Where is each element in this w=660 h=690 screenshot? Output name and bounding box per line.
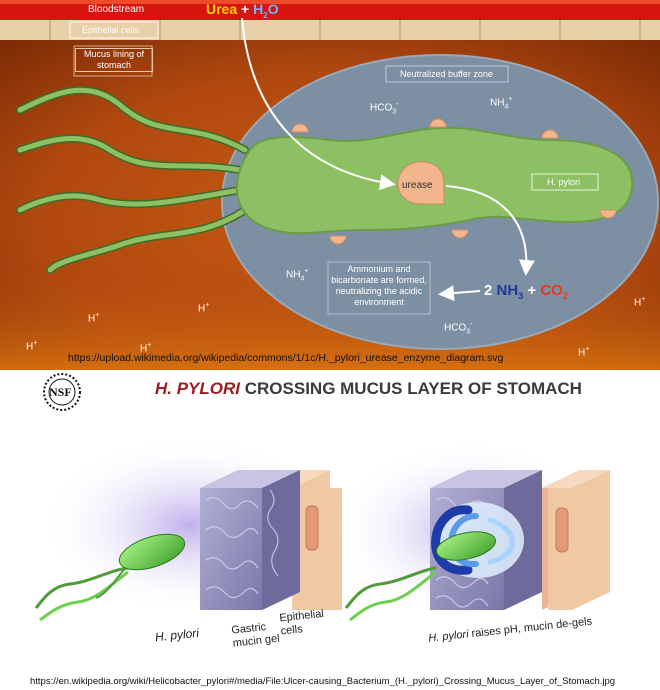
urease-diagram-art bbox=[0, 0, 660, 370]
label-epithelial-cells: Epithelial cells bbox=[278, 607, 325, 638]
bicarbonate-top: HCO3- bbox=[370, 101, 399, 116]
urease-enzyme bbox=[397, 161, 445, 205]
mucus-cube-left bbox=[200, 470, 300, 610]
bottom-source-url[interactable]: https://en.wikipedia.org/wiki/Helicobact… bbox=[30, 676, 616, 687]
hpylori-label: H. pylori bbox=[547, 177, 581, 187]
bacterium-left bbox=[34, 533, 186, 622]
proton: H+ bbox=[634, 296, 646, 309]
neutralize-arrow bbox=[438, 285, 481, 302]
product-equation: 2 NH3 + CO2 bbox=[484, 282, 568, 301]
ammonia-formula: NH3 bbox=[496, 282, 524, 301]
reactant-equation: Urea + H2O bbox=[206, 1, 279, 20]
urease-particles bbox=[291, 118, 617, 245]
title-rest: CROSSING MUCUS LAYER OF STOMACH bbox=[244, 379, 582, 398]
proton: H+ bbox=[26, 340, 38, 353]
epithelial-band bbox=[0, 20, 660, 40]
neutralized-zone-label: Neutralized buffer zone bbox=[400, 69, 493, 79]
nsf-logo: NSF bbox=[42, 372, 82, 412]
epithelial-cell-dividers bbox=[49, 20, 641, 40]
illustration-title: H. PYLORI CROSSING MUCUS LAYER OF STOMAC… bbox=[155, 379, 582, 399]
bloodstream-band bbox=[0, 0, 660, 20]
urea-text: Urea bbox=[206, 1, 238, 17]
product-plus: + bbox=[527, 282, 537, 299]
urea-arrow bbox=[241, 17, 396, 191]
ammonium-bottom: NH4+ bbox=[286, 268, 309, 283]
bloodstream-label: Bloodstream bbox=[88, 4, 145, 15]
water-formula: H2O bbox=[253, 1, 279, 20]
title-italic: H. PYLORI bbox=[155, 379, 241, 398]
bicarbonate-bottom: HCO3- bbox=[444, 321, 473, 336]
label-gastric-mucin-gel: Gastric mucin gel bbox=[230, 621, 281, 650]
explanation-label: Ammonium and bicarbonate are formed, neu… bbox=[331, 264, 427, 307]
epithelial-cells-label: Epithelial cells bbox=[82, 25, 140, 35]
product-arrow bbox=[445, 185, 535, 276]
bacterium-right bbox=[344, 531, 496, 622]
mucus-lining-label: Mucus lining of stomach bbox=[75, 48, 153, 72]
nsf-logo-text: NSF bbox=[49, 385, 72, 399]
proton: H+ bbox=[140, 342, 152, 355]
epithelial-block-right bbox=[542, 470, 610, 610]
proton: H+ bbox=[88, 312, 100, 325]
illustration-art bbox=[34, 435, 610, 622]
nsf-logo-art bbox=[43, 373, 81, 411]
product-coefficient: 2 bbox=[484, 282, 493, 299]
proton: H+ bbox=[578, 346, 590, 359]
co2-formula: CO2 bbox=[540, 282, 568, 301]
urease-label: urease bbox=[402, 180, 433, 191]
ammonium-top: NH4+ bbox=[490, 96, 513, 111]
top-source-url[interactable]: https://upload.wikimedia.org/wikipedia/c… bbox=[68, 352, 504, 364]
urease-diagram: Bloodstream Epithelial cells Urea + H2O … bbox=[0, 0, 660, 370]
proton: H+ bbox=[198, 302, 210, 315]
plus-sign: + bbox=[241, 1, 250, 17]
mucus-crossing-illustration: NSF H. PYLORI CROSSING MUCUS LAYER OF ST… bbox=[0, 370, 660, 690]
